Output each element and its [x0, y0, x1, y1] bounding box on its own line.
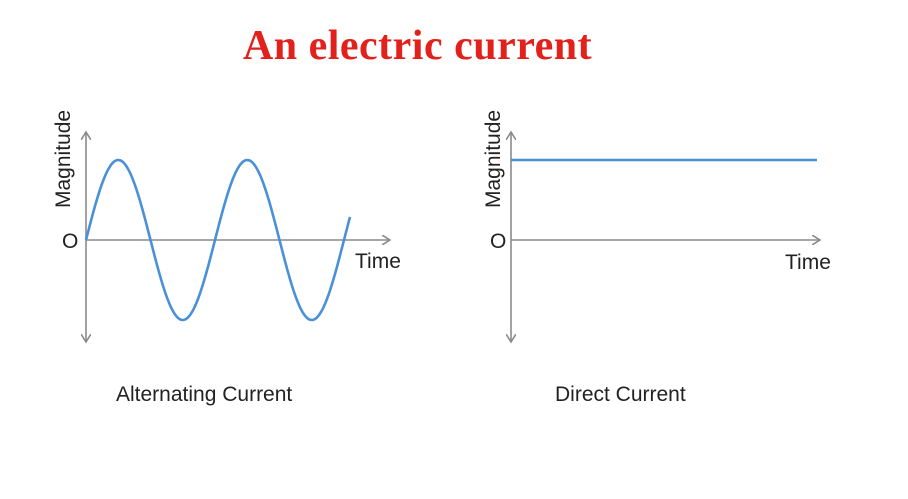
dc-y-axis-label: Magnitude: [482, 110, 505, 208]
ac-y-axis-label: Magnitude: [52, 110, 75, 208]
ac-x-axis-label: Time: [355, 250, 401, 273]
ac-caption: Alternating Current: [116, 383, 292, 406]
ac-sine-wave: [84, 158, 352, 322]
dc-x-axis-label: Time: [785, 251, 831, 274]
ac-panel: Magnitude O Time Alternating Current: [52, 110, 401, 406]
dc-caption: Direct Current: [555, 383, 686, 406]
page-title: An electric current: [242, 23, 593, 69]
dc-panel: Magnitude O Time Direct Current: [482, 110, 831, 406]
ac-origin-label: O: [62, 230, 78, 253]
dc-origin-label: O: [490, 230, 506, 253]
